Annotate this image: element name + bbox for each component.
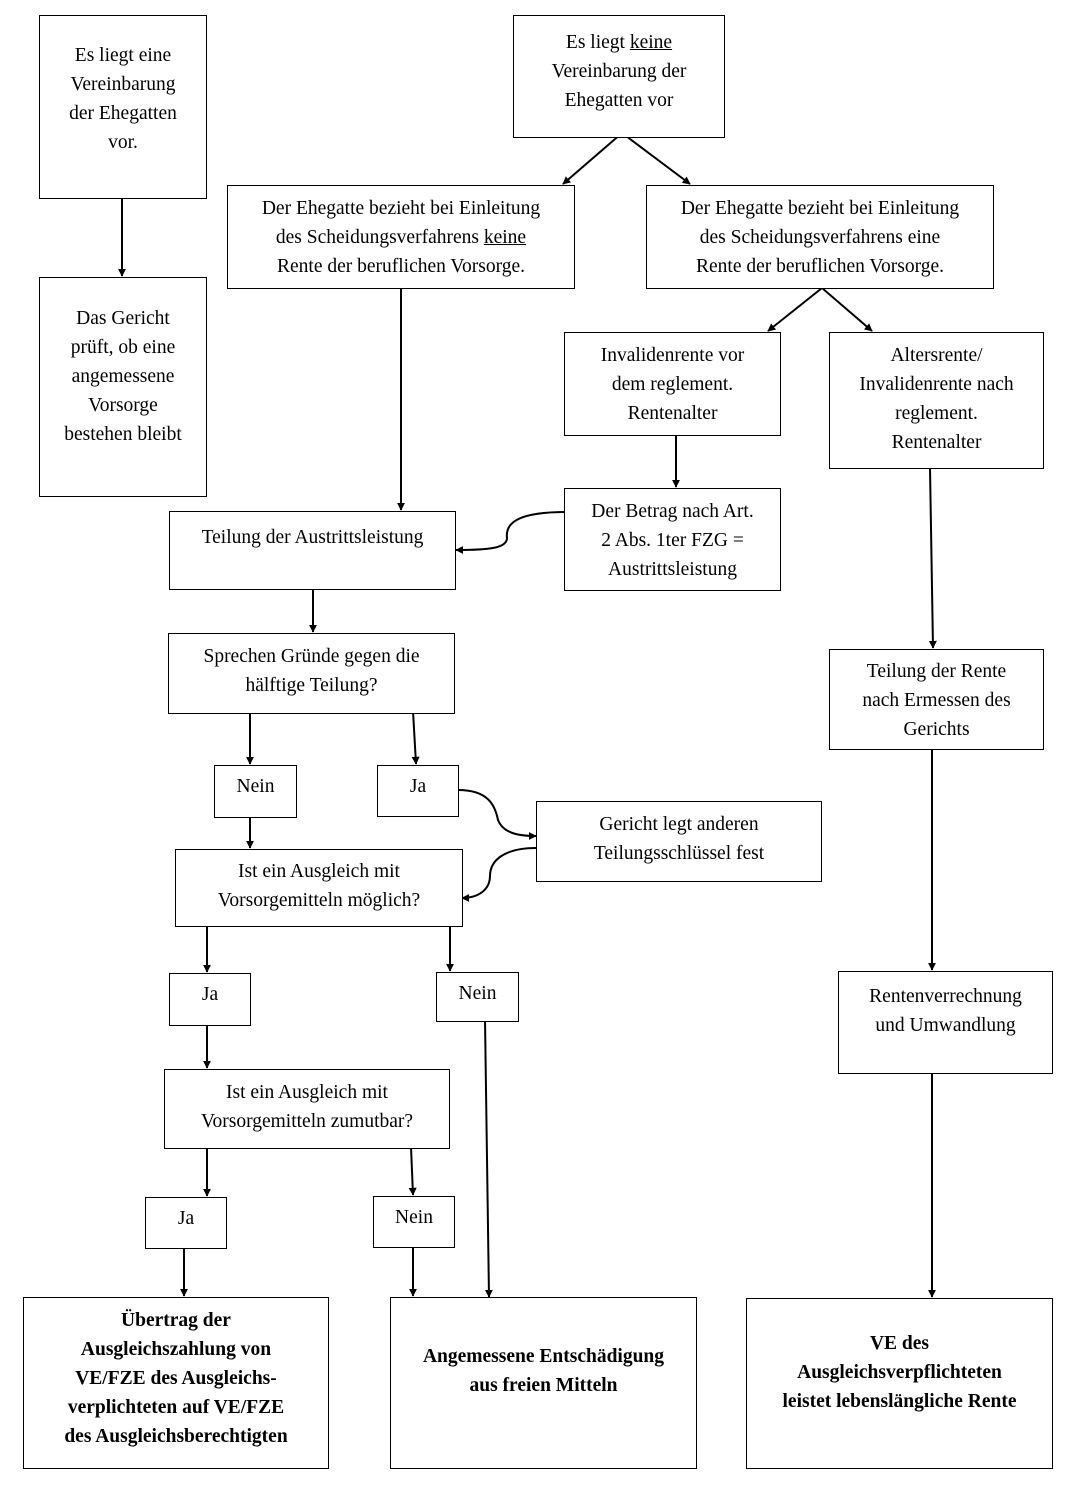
nein-3-box: Nein xyxy=(373,1196,455,1248)
transfer-line-1: Übertrag der xyxy=(121,1310,231,1331)
nein-1-label: Nein xyxy=(236,776,275,797)
compensation-line-1: Angemessene Entschädigung xyxy=(422,1346,665,1367)
arrow-old-age-to-split-pension xyxy=(928,467,937,649)
no-agreement-line-3: Ehegatten vor xyxy=(564,90,674,111)
other-key-line-2: Teilungsschlüssel fest xyxy=(593,843,765,864)
arrow-amount-to-split-exit xyxy=(455,511,567,554)
ja-3-box: Ja xyxy=(145,1197,227,1249)
split-exit-box: Teilung der Austrittsleistung xyxy=(169,511,456,590)
court-check-box: Das Gericht prüft, ob eine angemessene V… xyxy=(39,277,207,497)
no-pension-line-1: Der Ehegatte bezieht bei Einleitung xyxy=(261,198,541,219)
arrow-pension-to-invalid xyxy=(767,287,823,332)
no-pension-box: Der Ehegatte bezieht bei Einleitung des … xyxy=(227,185,575,289)
old-age-box: Altersrente/ Invalidenrente nach regleme… xyxy=(829,332,1044,469)
no-agreement-line-1: Es liegt keine xyxy=(514,28,724,57)
amount-box: Der Betrag nach Art. 2 Abs. 1ter FZG = A… xyxy=(564,488,781,591)
split-pension-line-3: Gerichts xyxy=(903,719,970,740)
pension-box: Der Ehegatte bezieht bei Einleitung des … xyxy=(646,185,994,289)
compensation-line-2: aus freien Mitteln xyxy=(469,1375,618,1396)
old-age-line-3: reglement. xyxy=(895,403,978,424)
lifelong-line-1: VE des xyxy=(869,1333,930,1354)
invalid-before-line-1: Invalidenrente vor xyxy=(600,345,745,366)
old-age-line-2: Invalidenrente nach xyxy=(859,374,1014,395)
split-exit-line-1: Teilung der Austrittsleistung xyxy=(201,527,424,548)
arrow-nein2-to-compensation xyxy=(484,1019,493,1298)
nein-2-box: Nein xyxy=(436,972,519,1022)
arrow-other-key-to-possible xyxy=(461,847,537,902)
transfer-box: Übertrag der Ausgleichszahlung von VE/FZ… xyxy=(23,1297,329,1469)
pension-line-1: Der Ehegatte bezieht bei Einleitung xyxy=(680,198,960,219)
possible-line-2: Vorsorgemitteln möglich? xyxy=(217,890,421,911)
transfer-line-5: des Ausgleichsberechtigten xyxy=(64,1426,288,1447)
possible-line-1: Ist ein Ausgleich mit xyxy=(238,861,400,882)
no-agreement-keine: keine xyxy=(629,32,673,53)
court-check-line-5: bestehen bleibt xyxy=(64,424,182,445)
arrow-no-agreement-to-pension xyxy=(621,132,691,185)
invalid-before-line-3: Rentenalter xyxy=(627,403,718,424)
split-pension-line-2: nach Ermessen des xyxy=(862,690,1011,711)
court-check-line-3: angemessene xyxy=(71,366,175,387)
ja-3-label: Ja xyxy=(177,1208,195,1229)
agreement-line-1: Es liegt eine xyxy=(74,45,172,66)
agreement-box: Es liegt eine Vereinbarung der Ehegatten… xyxy=(39,15,207,199)
nein-1-box: Nein xyxy=(214,765,297,818)
nein-2-label: Nein xyxy=(458,983,497,1004)
old-age-line-4: Rentenalter xyxy=(891,432,982,453)
amount-line-3: Austrittsleistung xyxy=(608,559,737,580)
split-pension-line-1: Teilung der Rente xyxy=(866,661,1007,682)
offset-line-1: Rentenverrechnung xyxy=(869,986,1022,1007)
reasons-line-2: hälftige Teilung? xyxy=(245,675,378,696)
old-age-line-1: Altersrente/ xyxy=(890,345,983,366)
amount-line-2: 2 Abs. 1ter FZG = xyxy=(601,530,744,551)
lifelong-line-3: leistet lebenslängliche Rente xyxy=(782,1391,1017,1412)
no-agreement-line-1-text: Es liegt xyxy=(565,32,630,53)
reasons-box: Sprechen Gründe gegen die hälftige Teilu… xyxy=(168,633,455,714)
possible-box: Ist ein Ausgleich mit Vorsorgemitteln mö… xyxy=(175,849,463,927)
pension-line-2: des Scheidungsverfahrens eine xyxy=(699,227,941,248)
invalid-before-box: Invalidenrente vor dem reglement. Renten… xyxy=(564,332,781,436)
no-agreement-box: Es liegt keine Vereinbarung der Ehegatte… xyxy=(513,15,725,138)
no-pension-line-2: des Scheidungsverfahrens keine xyxy=(228,223,574,252)
no-agreement-line-2: Vereinbarung der xyxy=(551,61,687,82)
ja-1-label: Ja xyxy=(409,776,427,797)
reasons-line-1: Sprechen Gründe gegen die xyxy=(203,646,420,667)
agreement-line-3: der Ehegatten xyxy=(69,103,177,124)
ja-2-label: Ja xyxy=(201,984,219,1005)
agreement-line-2: Vereinbarung xyxy=(70,74,176,95)
court-check-line-1: Das Gericht xyxy=(76,308,170,329)
amount-line-1: Der Betrag nach Art. xyxy=(591,501,754,522)
arrow-reasonable-to-nein3 xyxy=(408,1146,417,1196)
invalid-before-line-2: dem reglement. xyxy=(611,374,734,395)
ja-1-box: Ja xyxy=(377,765,459,817)
offset-line-2: und Umwandlung xyxy=(875,1015,1016,1036)
reasonable-line-2: Vorsorgemitteln zumutbar? xyxy=(200,1111,414,1132)
split-pension-box: Teilung der Rente nach Ermessen des Geri… xyxy=(829,649,1044,750)
transfer-line-3: VE/FZE des Ausgleichs- xyxy=(75,1368,277,1389)
other-key-box: Gericht legt anderen Teilungsschlüssel f… xyxy=(536,801,822,882)
reasonable-box: Ist ein Ausgleich mit Vorsorgemitteln zu… xyxy=(164,1069,450,1149)
no-pension-line-2-text: des Scheidungsverfahrens xyxy=(275,227,484,248)
pension-line-3: Rente der beruflichen Vorsorge. xyxy=(695,256,944,277)
reasonable-line-1: Ist ein Ausgleich mit xyxy=(226,1082,388,1103)
nein-3-label: Nein xyxy=(395,1207,433,1228)
lifelong-box: VE des Ausgleichsverpflichteten leistet … xyxy=(746,1298,1053,1469)
ja-2-box: Ja xyxy=(169,973,251,1026)
arrow-reasons-to-ja1 xyxy=(411,710,420,765)
arrow-pension-to-old-age xyxy=(821,287,873,332)
transfer-line-4: verplichteten auf VE/FZE xyxy=(67,1397,285,1418)
offset-box: Rentenverrechnung und Umwandlung xyxy=(838,971,1053,1074)
transfer-line-2: Ausgleichszahlung von xyxy=(80,1339,272,1360)
arrow-no-agreement-to-no-pension xyxy=(562,132,623,185)
lifelong-line-2: Ausgleichsverpflichteten xyxy=(797,1362,1002,1383)
no-pension-line-3: Rente der beruflichen Vorsorge. xyxy=(276,256,525,277)
court-check-line-4: Vorsorge xyxy=(88,395,158,416)
compensation-box: Angemessene Entschädigung aus freien Mit… xyxy=(390,1297,697,1469)
court-check-line-2: prüft, ob eine xyxy=(70,337,176,358)
agreement-line-4: vor. xyxy=(108,132,138,153)
arrow-ja1-to-other-key xyxy=(457,789,537,840)
other-key-line-1: Gericht legt anderen xyxy=(599,814,759,835)
no-pension-keine: keine xyxy=(483,227,527,248)
